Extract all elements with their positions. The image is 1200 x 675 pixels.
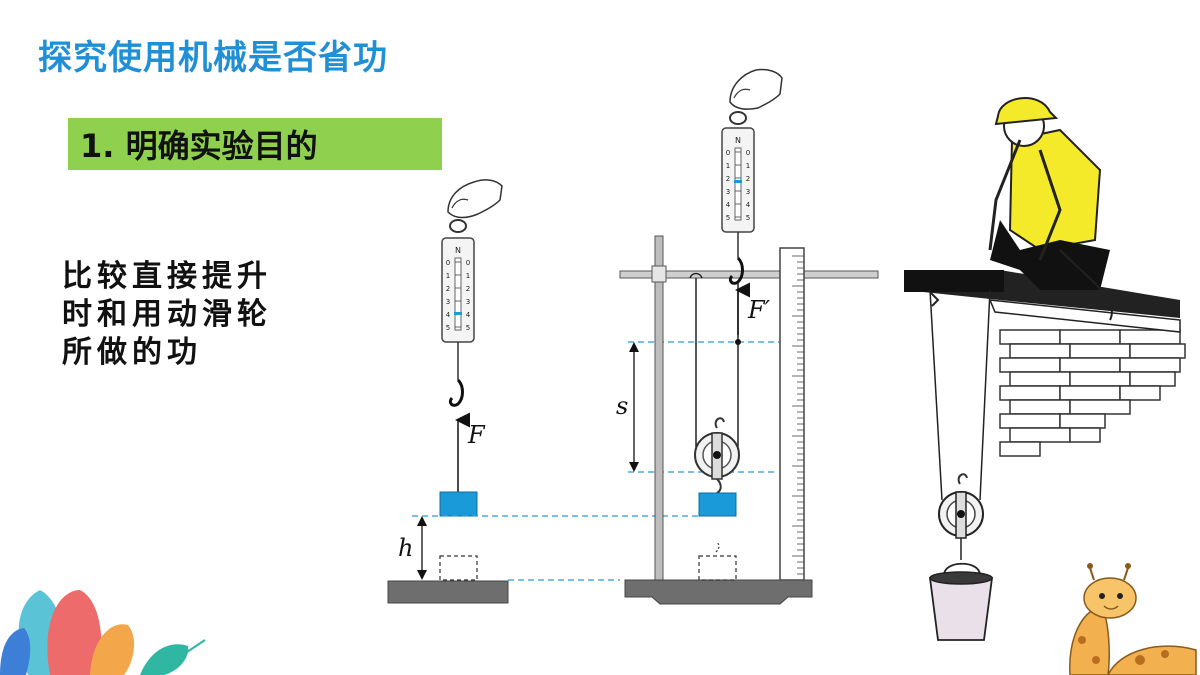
guide-lines bbox=[412, 341, 802, 581]
ruler bbox=[779, 247, 805, 581]
hand-icon-middle bbox=[729, 68, 783, 125]
scale-tick-label: 5 bbox=[466, 324, 470, 332]
scale-tick-label: 5 bbox=[726, 214, 730, 222]
hard-hat-icon bbox=[994, 97, 1059, 126]
weight-block-middle bbox=[698, 492, 737, 517]
scale-tick-label: 2 bbox=[466, 285, 470, 293]
hand-icon-left bbox=[447, 179, 503, 233]
weight-block-left bbox=[439, 491, 478, 517]
worker-shirt bbox=[1008, 128, 1102, 252]
section-label: 1. 明确实验目的 bbox=[80, 127, 318, 165]
purpose-line-3: 所做的功 bbox=[62, 335, 202, 370]
scale-tick-label: 2 bbox=[446, 285, 450, 293]
leaf-decoration bbox=[0, 590, 206, 675]
spring-scale-left: N 0 0 1 1 2 2 3 3 4 4 5 5 bbox=[441, 237, 475, 407]
giraffe-decoration bbox=[1069, 563, 1197, 675]
scale-tick-label: 3 bbox=[746, 188, 750, 196]
scale-tick-label: 4 bbox=[446, 311, 451, 319]
scale-tick-label: 1 bbox=[726, 162, 730, 170]
section-label-bar bbox=[68, 118, 442, 170]
scale-tick-label: 1 bbox=[446, 272, 450, 280]
initial-position-left bbox=[439, 555, 478, 581]
direct-lift-setup: N 0 0 1 1 2 2 3 3 4 4 5 5 F h bbox=[387, 179, 509, 604]
scale-tick-label: 1 bbox=[746, 162, 750, 170]
height-label-h: h bbox=[398, 534, 413, 562]
scale-tick-label: 1 bbox=[466, 272, 470, 280]
slide-title: 探究使用机械是否省功 bbox=[38, 38, 388, 78]
base-middle bbox=[624, 579, 813, 605]
scale-unit-left: N bbox=[455, 246, 461, 255]
base-left bbox=[387, 580, 509, 604]
scale-tick-label: 0 bbox=[746, 149, 750, 157]
scale-tick-label: 3 bbox=[466, 298, 470, 306]
scale-ticks-left: 0 0 1 1 2 2 3 3 4 4 5 5 bbox=[446, 259, 471, 332]
force-label-F-prime: F′ bbox=[747, 296, 771, 324]
bucket bbox=[928, 577, 994, 641]
scale-tick-label: 4 bbox=[726, 201, 731, 209]
movable-pulley bbox=[694, 417, 740, 494]
scale-tick-label: 0 bbox=[726, 149, 730, 157]
scale-tick-label: 0 bbox=[466, 259, 470, 267]
brick-wall bbox=[999, 329, 1186, 457]
scale-tick-label: 4 bbox=[746, 201, 751, 209]
scale-unit-middle: N bbox=[735, 136, 741, 145]
purpose-line-1: 比较直接提升 bbox=[62, 259, 272, 294]
worker-illustration bbox=[904, 97, 1186, 641]
initial-position-middle bbox=[698, 555, 737, 581]
spring-scale-middle: N 0 0 1 1 2 2 3 3 4 4 5 5 bbox=[721, 127, 755, 285]
scale-ticks-middle: 0 0 1 1 2 2 3 3 4 4 5 5 bbox=[726, 149, 751, 222]
purpose-line-2: 时和用动滑轮 bbox=[62, 297, 272, 332]
scale-tick-label: 5 bbox=[746, 214, 750, 222]
scale-tick-label: 2 bbox=[726, 175, 730, 183]
scale-tick-label: 3 bbox=[726, 188, 730, 196]
experiment-purpose-text: 比较直接提升 时和用动滑轮 所做的功 bbox=[62, 258, 272, 372]
scale-tick-label: 4 bbox=[466, 311, 471, 319]
scale-tick-label: 0 bbox=[446, 259, 450, 267]
scale-tick-label: 5 bbox=[446, 324, 450, 332]
scale-tick-label: 2 bbox=[746, 175, 750, 183]
scale-tick-label: 3 bbox=[446, 298, 450, 306]
movable-pulley-setup: N 0 0 1 1 2 2 3 3 4 4 5 5 F′ s bbox=[616, 68, 879, 605]
force-label-F: F bbox=[467, 421, 486, 449]
distance-label-s: s bbox=[616, 392, 628, 420]
